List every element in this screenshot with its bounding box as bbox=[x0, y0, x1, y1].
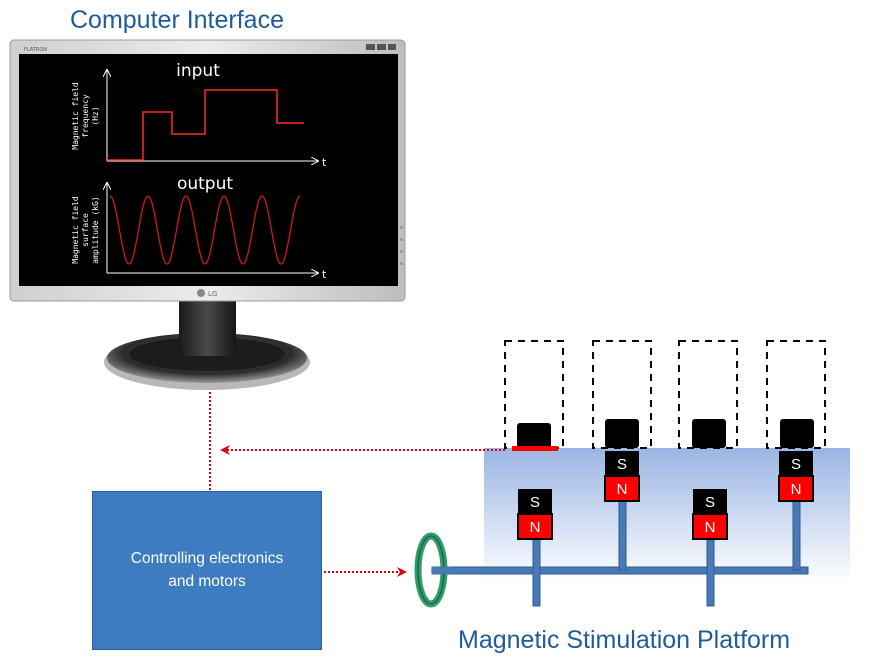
input-chart-xlabel: t bbox=[322, 156, 327, 169]
computer-interface-title: Computer Interface bbox=[70, 6, 284, 34]
monitor-stand bbox=[104, 298, 310, 390]
platform-title: Magnetic Stimulation Platform bbox=[458, 626, 791, 654]
svg-text:frequency: frequency bbox=[81, 94, 90, 138]
controller-label: Controlling electronics and motors bbox=[130, 550, 284, 590]
svg-text:LG: LG bbox=[208, 290, 217, 298]
magnet-3-south: S bbox=[705, 494, 715, 511]
input-chart: input t Magnetic field frequency (Hz) bbox=[71, 61, 327, 169]
magnet-3: S N bbox=[692, 489, 728, 540]
housing-caps bbox=[517, 419, 814, 448]
controller-box: Controlling electronics and motors bbox=[92, 491, 322, 650]
input-chart-ylabel: Magnetic field frequency (Hz) bbox=[71, 82, 100, 150]
magnet-4-north: N bbox=[791, 481, 802, 498]
magnet-2-north: N bbox=[617, 481, 628, 498]
monitor: FLATRON LG bbox=[9, 39, 406, 302]
magnet-4: S N bbox=[778, 451, 814, 502]
magnet-2: S N bbox=[604, 451, 640, 502]
svg-text:surface: surface bbox=[81, 213, 90, 247]
svg-text:Magnetic field: Magnetic field bbox=[71, 196, 80, 264]
side-buttons bbox=[400, 226, 403, 265]
output-chart-ylabel: Magnetic field surface amplitude (kG) bbox=[71, 196, 100, 264]
magnet-2-south: S bbox=[617, 456, 627, 473]
input-signal-line bbox=[107, 89, 304, 161]
svg-text:amplitude (kG): amplitude (kG) bbox=[91, 196, 100, 263]
magnet-housings bbox=[504, 340, 826, 449]
output-chart-title: output bbox=[177, 174, 233, 194]
magnet-4-south: S bbox=[791, 456, 801, 473]
monitor-brand-label: FLATRON bbox=[24, 47, 47, 53]
sensor-strip bbox=[512, 446, 558, 451]
lg-logo: LG bbox=[197, 289, 217, 298]
output-signal-line bbox=[109, 195, 301, 265]
monitor-buttons bbox=[366, 44, 396, 50]
magnet-1-north: N bbox=[530, 519, 541, 536]
output-chart: output t Magnetic field surface amplitud… bbox=[71, 174, 327, 281]
output-chart-xlabel: t bbox=[322, 268, 327, 281]
svg-text:Magnetic field: Magnetic field bbox=[71, 82, 80, 150]
magnet-1-south: S bbox=[530, 494, 540, 511]
magnet-1: S N bbox=[517, 489, 553, 540]
input-chart-title: input bbox=[176, 61, 220, 81]
magnet-3-north: N bbox=[705, 519, 716, 536]
svg-text:(Hz): (Hz) bbox=[91, 106, 100, 125]
